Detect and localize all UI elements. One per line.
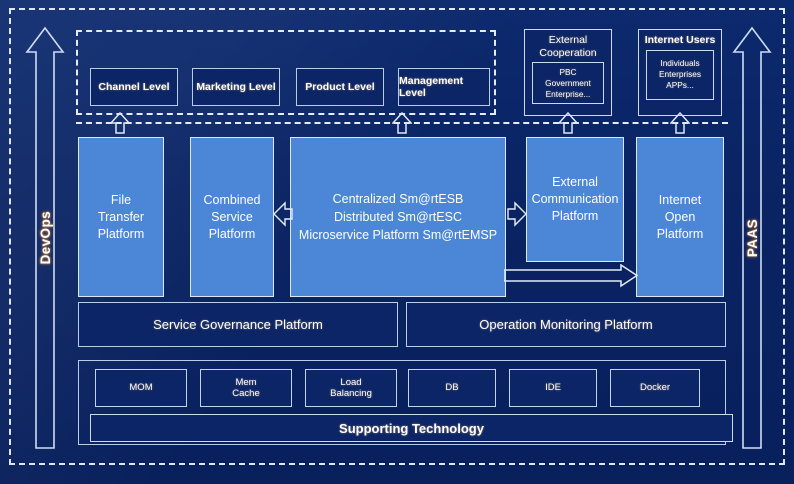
platform-combined-service[interactable]: Combined Service Platform (190, 137, 274, 297)
paas-arrow: PAAS (732, 26, 772, 450)
tech-box-docker[interactable]: Docker (610, 369, 700, 407)
tech-box-mem-cache-label: Mem Cache (232, 376, 260, 400)
tech-box-mom[interactable]: MOM (95, 369, 187, 407)
external-cooperation-detail: PBC Government Enterprise... (532, 62, 604, 104)
connector-arrow-esb-up (392, 112, 412, 134)
service-governance-platform[interactable]: Service Governance Platform (78, 302, 398, 347)
business-level-container (76, 30, 496, 115)
connector-arrow-esb-to-combined (273, 201, 293, 227)
operation-monitoring-platform[interactable]: Operation Monitoring Platform (406, 302, 726, 347)
tech-box-mom-label: MOM (129, 382, 153, 394)
tech-box-load-balancing[interactable]: Load Balancing (305, 369, 397, 407)
tech-box-ide[interactable]: IDE (509, 369, 597, 407)
supporting-technology-container (78, 360, 726, 445)
connector-arrow-file-transfer (110, 112, 130, 134)
connector-arrow-esb-to-internet-open (504, 264, 638, 288)
platform-file-transfer[interactable]: File Transfer Platform (78, 137, 164, 297)
tech-box-ide-label: IDE (545, 382, 561, 394)
internet-users-box[interactable]: Internet Users Individuals Enterprises A… (638, 29, 722, 116)
platform-centralized-esb[interactable]: Centralized Sm@rtESB Distributed Sm@rtES… (290, 137, 506, 297)
diagram-outer-boundary (9, 8, 785, 465)
platform-combined-service-label: Combined Service Platform (203, 192, 261, 241)
level-box-management[interactable]: Management Level (398, 68, 490, 106)
level-box-product[interactable]: Product Level (296, 68, 384, 106)
platform-file-transfer-label: File Transfer Platform (97, 192, 145, 241)
devops-arrow-label: DevOps (37, 211, 53, 265)
external-cooperation-title: External Cooperation (539, 34, 597, 59)
platform-internet-open[interactable]: Internet Open Platform (636, 137, 724, 297)
tech-box-docker-label: Docker (639, 382, 671, 394)
connector-arrow-esb-to-external-comm (505, 201, 527, 227)
internet-users-title: Internet Users (644, 34, 716, 46)
devops-arrow: DevOps (25, 26, 65, 450)
platform-internet-open-label: Internet Open Platform (656, 192, 704, 241)
connector-arrow-internet-open-up (670, 112, 690, 134)
paas-arrow-label: PAAS (744, 218, 760, 258)
platform-external-communication[interactable]: External Communication Platform (526, 137, 624, 262)
platform-band-separator (76, 122, 728, 124)
tech-box-mem-cache[interactable]: Mem Cache (200, 369, 292, 407)
external-cooperation-box[interactable]: External Cooperation PBC Government Ente… (524, 29, 612, 116)
internet-users-detail: Individuals Enterprises APPs... (646, 49, 714, 100)
tech-box-db-label: DB (445, 382, 459, 394)
platform-centralized-esb-label: Centralized Sm@rtESB Distributed Sm@rtES… (298, 192, 498, 242)
supporting-technology-bar[interactable]: Supporting Technology (90, 414, 733, 442)
tech-box-load-balancing-label: Load Balancing (330, 376, 372, 400)
level-box-channel[interactable]: Channel Level (90, 68, 178, 106)
tech-box-db[interactable]: DB (408, 369, 496, 407)
connector-arrow-external-comm-up (558, 112, 578, 134)
level-box-marketing[interactable]: Marketing Level (192, 68, 280, 106)
platform-external-communication-label: External Communication Platform (531, 175, 619, 223)
